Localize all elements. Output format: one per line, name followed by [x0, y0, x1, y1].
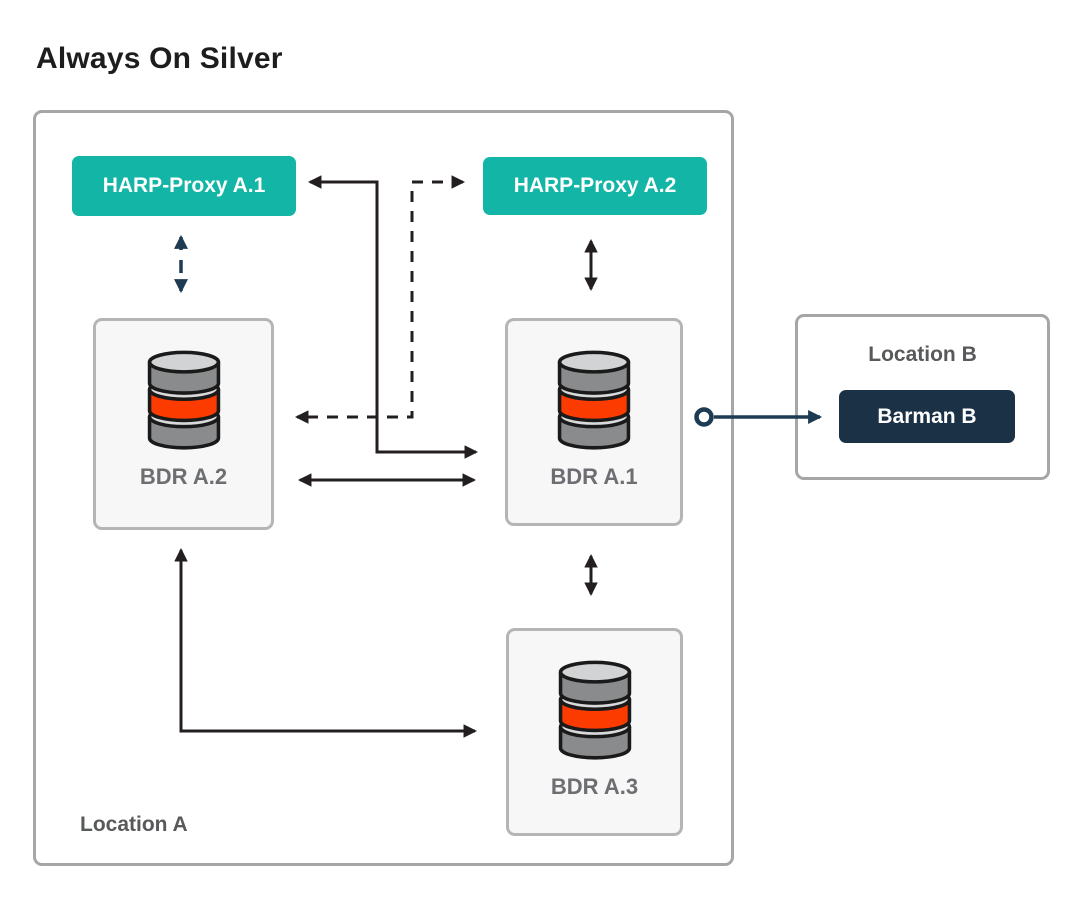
node-harp-proxy-a2: HARP-Proxy A.2 — [483, 157, 707, 215]
node-bdr-a3: BDR A.3 — [506, 628, 683, 836]
barman-b-label: Barman B — [877, 404, 977, 428]
location-a-label: Location A — [80, 813, 188, 836]
database-icon — [139, 348, 229, 454]
node-bdr-a1: BDR A.1 — [505, 318, 683, 526]
location-a-container: HARP-Proxy A.1 HARP-Proxy A.2 BDR A.2 BD… — [33, 110, 734, 866]
harp-proxy-a2-label: HARP-Proxy A.2 — [513, 174, 677, 197]
node-barman-b: Barman B — [839, 390, 1015, 443]
harp-proxy-a1-label: HARP-Proxy A.1 — [102, 174, 266, 197]
bdr-a1-label: BDR A.1 — [550, 464, 638, 489]
bdr-a3-label: BDR A.3 — [550, 774, 639, 799]
database-icon — [550, 658, 640, 764]
location-b-label: Location B — [868, 343, 977, 366]
location-b-container: Location B Barman B — [795, 314, 1050, 480]
bdr-a2-label: BDR A.2 — [139, 464, 228, 489]
diagram-title: Always On Silver — [36, 42, 283, 75]
node-bdr-a2: BDR A.2 — [93, 318, 274, 530]
database-icon — [549, 348, 639, 454]
node-harp-proxy-a1: HARP-Proxy A.1 — [72, 156, 296, 216]
